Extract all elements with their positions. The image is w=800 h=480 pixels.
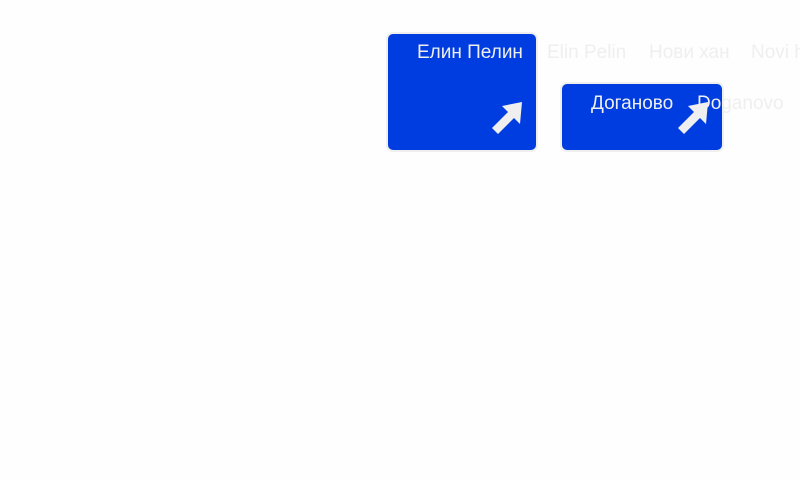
sign-label: Doganovo	[697, 93, 784, 114]
sign-label: Novi han	[751, 42, 800, 63]
sign-label: Elin Pelin	[547, 42, 627, 63]
sign-label: Доганово	[591, 93, 674, 114]
direction-sign-elin-pelin	[386, 32, 538, 152]
arrow-up-right-icon	[492, 102, 522, 134]
sign-label: Елин Пелин	[417, 42, 523, 63]
arrow-up-right-icon	[678, 102, 708, 134]
sign-label: Нови хан	[649, 42, 730, 63]
